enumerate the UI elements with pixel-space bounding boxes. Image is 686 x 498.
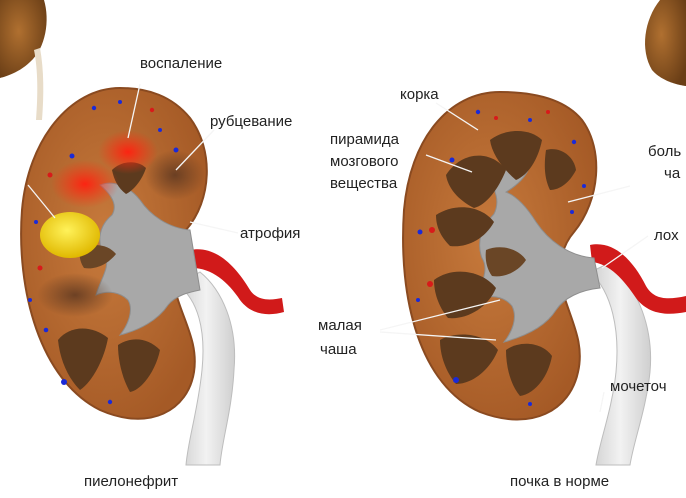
scarring-area: [145, 150, 205, 200]
pointer-lines: [27, 83, 649, 413]
label-major-calyx-line2: ча: [664, 165, 681, 182]
label-pyramid-line3: вещества: [330, 175, 398, 192]
inflammation-area: [51, 160, 119, 208]
pointer-major-calyx: [567, 185, 631, 203]
label-minor-calyx-line2: чаша: [320, 341, 357, 358]
pointer-ureter: [599, 391, 605, 413]
left-kidney: [20, 86, 284, 466]
caption-normal-kidney: почка в норме: [510, 473, 610, 490]
label-pelvis: лох: [654, 227, 679, 244]
inflammation-area: [98, 130, 158, 174]
label-pyramid-line2: мозгового: [330, 153, 399, 170]
left-ureter: [177, 271, 236, 466]
left-pyramid: [118, 339, 160, 392]
pointer-minor-calyx-1: [379, 299, 501, 331]
pointer-minor-calyx-2: [379, 331, 497, 341]
label-pyramid-line1: пирамида: [330, 131, 399, 148]
label-minor-calyx-line1: малая: [318, 317, 362, 334]
right-kidney: [402, 90, 686, 466]
abscess-area: [40, 212, 100, 258]
pointer-abscess: [27, 184, 56, 219]
caption-pyelonephritis: пиелонефрит: [84, 473, 179, 490]
label-atrophy: атрофия: [240, 225, 301, 242]
scarring-area: [37, 273, 113, 317]
left-vessel-dots: [28, 100, 179, 405]
right-pyramid: [485, 247, 526, 277]
right-pyramid: [544, 149, 576, 190]
right-pyramid: [434, 271, 496, 319]
pointer-pelvis: [601, 235, 649, 269]
right-pyramid: [440, 334, 498, 384]
right-renal-artery: [590, 244, 686, 314]
label-ureter: мочеточ: [610, 378, 667, 395]
label-cortex: корка: [400, 86, 439, 103]
pointer-scarring: [175, 129, 215, 171]
label-inflammation: воспаление: [140, 55, 223, 72]
pointer-pyramid: [425, 154, 473, 173]
right-ureter: [589, 261, 652, 466]
right-vessel-dots: [416, 109, 586, 406]
small-kidney-top-left: [0, 0, 47, 120]
label-scarring: рубцевание: [210, 113, 293, 130]
label-major-calyx-line1: боль: [648, 143, 682, 160]
pointer-inflammation: [127, 83, 141, 139]
right-pyramid: [506, 343, 552, 396]
right-pyramid: [446, 155, 506, 208]
small-kidney-top-right: [645, 0, 686, 86]
pointer-cortex: [435, 102, 479, 131]
left-renal-artery: [190, 249, 284, 315]
pointer-atrophy: [189, 221, 239, 234]
right-pyramid: [436, 207, 494, 247]
left-pyramid: [58, 328, 108, 390]
right-pyramid: [490, 131, 542, 180]
